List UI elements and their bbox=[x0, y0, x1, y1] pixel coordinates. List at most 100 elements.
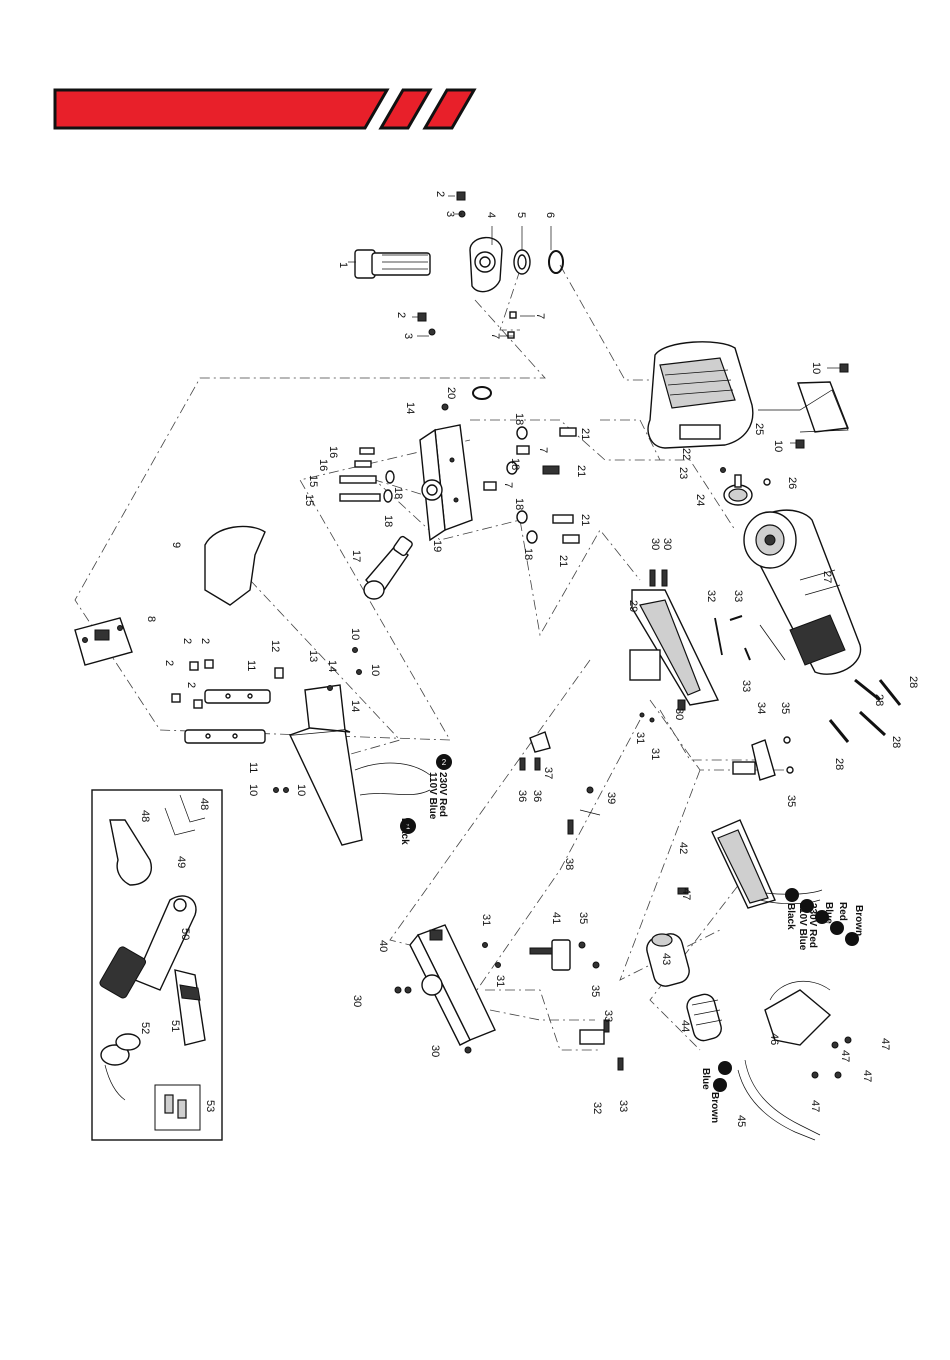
part-19-gearbox-block bbox=[419, 424, 473, 542]
callout-15a: 15 bbox=[307, 475, 319, 487]
callout-14b: 14 bbox=[326, 660, 338, 672]
callout-30d: 30 bbox=[351, 995, 363, 1007]
callout-41: 41 bbox=[550, 912, 562, 924]
part-53-fuses bbox=[154, 1084, 201, 1131]
callout-2e: 2 bbox=[163, 660, 175, 666]
part-43-grip bbox=[646, 933, 690, 987]
callout-38: 38 bbox=[563, 858, 575, 870]
callout-27: 27 bbox=[821, 571, 833, 583]
part-25-handle-bracket bbox=[758, 363, 849, 449]
part-32-33-bracket bbox=[579, 1019, 624, 1071]
callout-10a: 10 bbox=[810, 362, 822, 374]
callout-2b: 2 bbox=[395, 312, 407, 318]
callout-35b: 35 bbox=[785, 795, 797, 807]
part-37-clamp bbox=[519, 731, 551, 771]
callout-11a: 11 bbox=[245, 660, 257, 671]
callout-10d: 10 bbox=[369, 664, 381, 676]
callout-30c: 30 bbox=[673, 708, 685, 720]
callout-53: 53 bbox=[204, 1100, 216, 1112]
callout-17: 17 bbox=[350, 550, 362, 562]
part-27-motor bbox=[743, 509, 862, 675]
callout-9: 9 bbox=[170, 542, 182, 548]
wire-label-110v-blue-right: 110V Blue bbox=[797, 903, 808, 951]
callout-30e: 30 bbox=[429, 1045, 441, 1057]
callout-2f: 2 bbox=[185, 682, 197, 688]
callout-10b: 10 bbox=[772, 440, 784, 452]
callout-49: 49 bbox=[175, 856, 187, 868]
part-5-washer bbox=[513, 249, 531, 275]
callout-35a: 35 bbox=[779, 702, 791, 714]
wire-label-blue: Blue bbox=[823, 902, 834, 924]
callout-18c: 18 bbox=[392, 487, 404, 499]
part-34-35-sensor bbox=[732, 736, 794, 781]
callout-34: 34 bbox=[755, 702, 767, 714]
callout-4: 4 bbox=[485, 212, 497, 218]
part-22-gear-housing bbox=[647, 341, 754, 449]
callout-10c: 10 bbox=[349, 628, 361, 640]
callout-18a: 18 bbox=[513, 413, 525, 425]
callout-18b: 18 bbox=[509, 458, 521, 470]
callout-31b: 31 bbox=[649, 748, 661, 760]
callout-43: 43 bbox=[660, 953, 672, 965]
base-housing-left bbox=[273, 727, 431, 846]
part-29-switch-housing bbox=[629, 569, 720, 706]
part-4-bracket bbox=[469, 236, 503, 293]
part-41-board bbox=[529, 939, 600, 971]
callout-33a: 33 bbox=[732, 590, 744, 602]
part-28-motor-screws bbox=[828, 678, 902, 743]
callout-30a: 30 bbox=[649, 538, 661, 550]
connector-badges-right bbox=[713, 888, 859, 1092]
callout-36a: 36 bbox=[516, 790, 528, 802]
callout-29: 29 bbox=[627, 600, 639, 612]
callout-33d: 33 bbox=[617, 1100, 629, 1112]
callout-6: 6 bbox=[544, 212, 556, 218]
callout-1: 1 bbox=[337, 262, 349, 268]
callout-35c: 35 bbox=[577, 912, 589, 924]
callout-16a: 16 bbox=[327, 446, 339, 458]
wire-labels-left: 230V Red 110V Blue Black bbox=[399, 772, 448, 845]
part-45-cable bbox=[737, 1059, 821, 1141]
accessory-kit-box bbox=[91, 789, 223, 1141]
callout-28a: 28 bbox=[907, 676, 919, 688]
wire-label-110v-blue: 110V Blue bbox=[427, 772, 438, 820]
callout-12: 12 bbox=[269, 640, 281, 652]
callout-3b: 3 bbox=[402, 333, 414, 339]
callout-51: 51 bbox=[169, 1020, 181, 1032]
callout-32b: 32 bbox=[591, 1102, 603, 1114]
part-6-circlip bbox=[548, 250, 564, 274]
callout-7d: 7 bbox=[502, 482, 514, 488]
part-52-goggles bbox=[100, 1033, 141, 1101]
callout-leaders bbox=[348, 195, 840, 444]
callout-47b: 47 bbox=[879, 1038, 891, 1050]
part-48-hex-keys bbox=[164, 794, 206, 836]
callout-18f: 18 bbox=[522, 548, 534, 560]
callout-22: 22 bbox=[680, 448, 692, 460]
callout-47a: 47 bbox=[680, 888, 692, 900]
callout-21d: 21 bbox=[557, 555, 569, 567]
part-42-switch bbox=[677, 819, 823, 909]
part-17-shaft bbox=[363, 535, 413, 600]
callout-48b: 48 bbox=[139, 810, 151, 822]
callout-10e: 10 bbox=[247, 784, 259, 796]
callout-15b: 15 bbox=[303, 494, 315, 506]
callout-2c: 2 bbox=[181, 638, 193, 644]
callout-11b: 11 bbox=[247, 762, 259, 773]
connector-id: 1 bbox=[406, 822, 411, 831]
callout-2d: 2 bbox=[199, 638, 211, 644]
callout-35d: 35 bbox=[589, 985, 601, 997]
part-15-16-screws bbox=[339, 447, 395, 503]
wire-labels-right: Brown Red Blue 230V Red 110V Blue Black … bbox=[700, 902, 864, 1123]
callout-44: 44 bbox=[679, 1020, 691, 1032]
callout-50: 50 bbox=[179, 928, 191, 940]
wire-label-230v-red: 230V Red bbox=[437, 772, 448, 817]
callout-21a: 21 bbox=[579, 428, 591, 440]
callout-46: 46 bbox=[768, 1033, 780, 1045]
callout-21c: 21 bbox=[579, 514, 591, 526]
callout-40: 40 bbox=[377, 940, 389, 952]
callout-30b: 30 bbox=[661, 538, 673, 550]
callout-32a: 32 bbox=[705, 590, 717, 602]
wire-label-red: Red bbox=[837, 902, 848, 921]
callout-14c: 14 bbox=[349, 700, 361, 712]
callout-47c: 47 bbox=[839, 1050, 851, 1062]
